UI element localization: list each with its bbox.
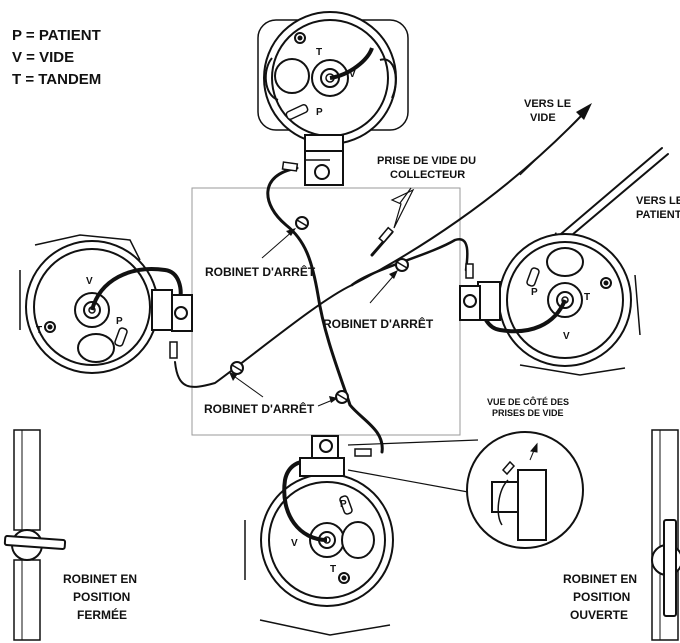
left-port-p: P <box>116 316 123 327</box>
label-vers-le-patient-1: VERS LE <box>636 195 680 207</box>
label-closed-3: FERMÉE <box>77 607 127 622</box>
label-closed-1: ROBINET EN <box>63 572 137 586</box>
left-port-t: T <box>36 325 42 336</box>
prise-arrow <box>390 188 415 229</box>
legend: P = PATIENT V = VIDE T = TANDEM <box>12 27 101 88</box>
tube-right-branch <box>350 238 469 287</box>
label-side-view-1: VUE DE CÔTÉ DES <box>487 396 569 407</box>
label-robinet-left: ROBINET D'ARRÊT <box>205 264 316 279</box>
label-open-1: ROBINET EN <box>563 572 637 586</box>
manifold-frame <box>191 187 461 436</box>
label-open-2: POSITION <box>573 590 630 604</box>
label-open-3: OUVERTE <box>570 608 628 622</box>
legend-vide: V = VIDE <box>12 49 74 66</box>
top-port-p: P <box>316 107 323 118</box>
label-vers-le-patient-2: PATIENT <box>636 209 680 221</box>
stopcocks <box>230 216 409 404</box>
tube-connectors <box>169 161 474 457</box>
right-port-v: V <box>563 331 570 342</box>
top-port-t: T <box>316 47 322 58</box>
legend-tandem: T = TANDEM <box>12 71 101 88</box>
label-vers-le-vide-1: VERS LE <box>524 98 571 110</box>
right-port-p: P <box>531 287 538 298</box>
patient-line-1 <box>547 147 663 246</box>
left-port-v: V <box>86 276 93 287</box>
canister-left <box>19 234 193 374</box>
label-side-view-2: PRISES DE VIDE <box>492 408 564 418</box>
label-prise-vide-1: PRISE DE VIDE DU <box>377 155 476 167</box>
label-robinet-right: ROBINET D'ARRÊT <box>323 316 434 331</box>
bottom-port-p: P <box>340 499 347 510</box>
label-robinet-bottom: ROBINET D'ARRÊT <box>204 401 315 416</box>
legend-patient: P = PATIENT <box>12 27 101 44</box>
label-closed-2: POSITION <box>73 590 130 604</box>
bottom-port-v: V <box>291 538 298 549</box>
side-view-detail <box>347 431 584 549</box>
canister-right <box>459 233 641 376</box>
label-vers-le-vide-2: VIDE <box>530 112 556 124</box>
tube-main-diagonal <box>174 114 583 388</box>
label-prise-vide-2: COLLECTEUR <box>390 169 465 181</box>
top-port-v: V <box>349 69 356 80</box>
stopcock-closed-illustration <box>3 429 67 641</box>
bottom-port-t: T <box>330 564 336 575</box>
vacuum-arrow-head <box>576 103 592 120</box>
canister-bottom <box>244 435 394 636</box>
stopcock-open-illustration <box>651 429 680 641</box>
right-port-t: T <box>584 292 590 303</box>
tube-top-to-bottom <box>266 166 384 454</box>
canister-top <box>257 11 409 186</box>
